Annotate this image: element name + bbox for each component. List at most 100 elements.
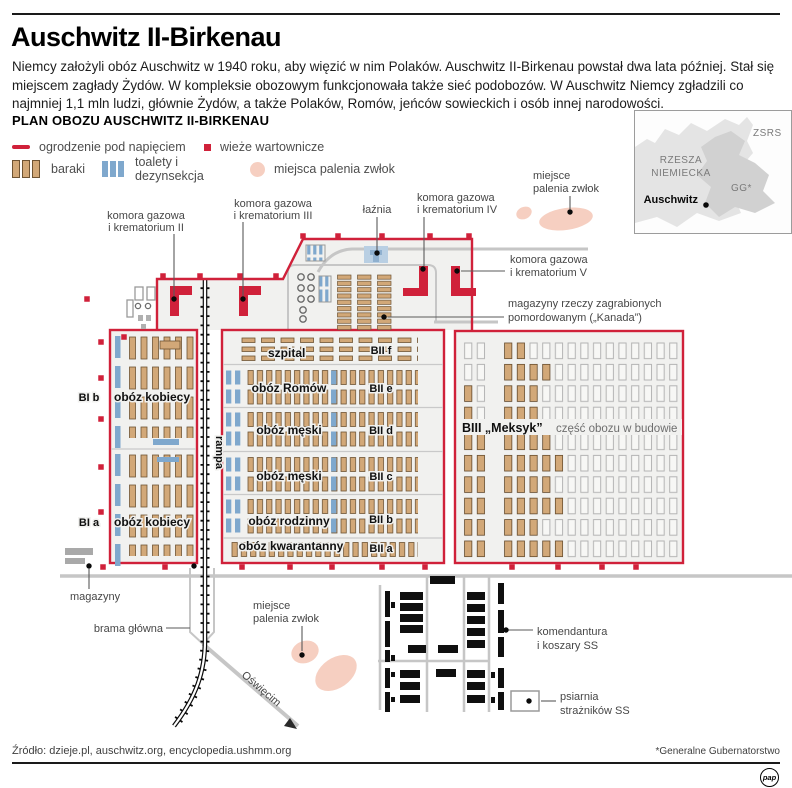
- ss-buildings: [385, 576, 504, 712]
- label-crematorium-iv-1: komora gazowa: [417, 192, 496, 204]
- legend-item-burning: miejsca palenia zwłok: [250, 161, 395, 177]
- label-bi-b: BI b: [79, 392, 100, 404]
- legend-title: PLAN OBOZU AUSCHWITZ II-BIRKENAU: [12, 113, 270, 128]
- roads: [60, 247, 792, 728]
- label-womens-camp-2: obóz kobiecy: [114, 515, 190, 529]
- legend: PLAN OBOZU AUSCHWITZ II-BIRKENAU ogrodze…: [12, 113, 482, 183]
- barracks-bii-a-quarantine: [230, 540, 418, 560]
- label-crematorium-v-1: komora gazowa: [510, 254, 589, 266]
- label-womens-camp-1: obóz kobiecy: [114, 390, 190, 404]
- label-burning-site-bottom-1: miejsce: [253, 600, 290, 612]
- road-arrow: [284, 718, 297, 729]
- barracks-bi-b: [115, 334, 194, 448]
- map-labels-sectors: szpital obóz Romów obóz męski obóz męski…: [77, 344, 682, 557]
- label-rampa: rampa: [213, 436, 225, 470]
- label-mens-camp-2: obóz męski: [256, 469, 321, 483]
- label-bii-c: BII c: [369, 471, 392, 483]
- kanada-warehouses: [337, 274, 392, 331]
- source-line: Źródło: dzieje.pl, auschwitz.org, encycl…: [12, 745, 292, 757]
- legend-row-2: baraki toalety i dezynsekcja miejsca pal…: [12, 155, 482, 183]
- label-mens-camp-1: obóz męski: [256, 423, 321, 437]
- inset-map: ZSRS RZESZA NIEMIECKA GG* Auschwitz: [634, 110, 792, 234]
- label-roma-camp: obóz Romów: [252, 381, 327, 395]
- pap-logo: pap: [760, 768, 779, 787]
- legend-item-barracks: baraki: [12, 160, 102, 178]
- label-bathhouse: łaźnia: [363, 204, 393, 216]
- auschwitz-dot: [703, 202, 709, 208]
- label-storage: magazyny: [70, 591, 121, 603]
- label-crematorium-ii-2: i krematorium II: [108, 222, 184, 234]
- label-bii-b: BII b: [369, 514, 393, 526]
- biii-unbuilt-barracks: [462, 341, 680, 562]
- barracks-bii-b: [226, 497, 418, 535]
- biii-label-backing: [458, 419, 682, 435]
- storage-buildings: [65, 548, 93, 564]
- label-bii-e: BII e: [369, 383, 392, 395]
- top-rule: [12, 13, 780, 15]
- label-crematorium-iii-1: komora gazowa: [234, 198, 313, 210]
- gg-shape: [697, 131, 775, 217]
- legend-item-towers: wieże wartownicze: [204, 140, 324, 154]
- barracks-bii-c: [226, 455, 418, 493]
- legend-item-toilets: toalety i dezynsekcja: [102, 155, 250, 183]
- legend-item-fence: ogrodzenie pod napięciem: [12, 140, 204, 154]
- label-bi-a: BI a: [79, 517, 100, 529]
- crematorium-iv: [403, 266, 428, 296]
- label-bii-d: BII d: [369, 425, 393, 437]
- label-commandantura-2: i koszary SS: [537, 640, 598, 652]
- barracks-bii-f-szpital: [240, 336, 418, 363]
- legend-row-1: ogrodzenie pod napięciem wieże wartownic…: [12, 137, 482, 157]
- inset-label-reich-2: NIEMIECKA: [651, 168, 711, 179]
- barracks-bii-d: [226, 410, 418, 448]
- label-burning-site-bottom-2: palenia zwłok: [253, 613, 320, 625]
- crematorium-v: [451, 266, 476, 296]
- intro-text: Niemcy założyli obóz Auschwitz w 1940 ro…: [12, 59, 775, 111]
- leader-dots: [86, 209, 573, 704]
- label-kennel-1: psiarnia: [560, 691, 599, 703]
- sewage-circles: [297, 273, 315, 323]
- label-crematorium-iv-2: i krematorium IV: [417, 204, 498, 216]
- label-crematorium-v-2: i krematorium V: [510, 267, 588, 279]
- electric-fence-icon: [12, 145, 30, 149]
- label-hospital: szpital: [268, 346, 305, 360]
- disinfection-buildings: [305, 244, 332, 303]
- barracks-bii-e: [226, 368, 418, 406]
- label-crematorium-ii-1: komora gazowa: [107, 210, 186, 222]
- label-kanada-1: magazyny rzeczy zagrabionych: [508, 298, 661, 310]
- legend-label: miejsca palenia zwłok: [274, 162, 395, 176]
- barracks-icon: [12, 160, 42, 178]
- bottom-rule: [12, 762, 780, 764]
- page-title: Auschwitz II-Birkenau: [11, 22, 282, 52]
- label-biii-note: część obozu w budowie: [556, 423, 677, 435]
- inset-label-auschwitz: Auschwitz: [644, 194, 699, 206]
- label-biii-meksyk: BIII „Meksyk”: [462, 421, 543, 435]
- legend-label: toalety i dezynsekcja: [135, 155, 204, 183]
- kennel-building: [510, 690, 540, 712]
- inset-label-zsrs: ZSRS: [753, 128, 782, 139]
- electric-fences: [108, 237, 685, 565]
- inset-map-graphic: ZSRS RZESZA NIEMIECKA GG* Auschwitz: [635, 117, 782, 227]
- railway-rampa: [170, 278, 210, 729]
- burning-site-icon: [250, 161, 265, 177]
- label-commandantura-1: komendantura: [537, 626, 608, 638]
- label-bii-f: BII f: [371, 345, 392, 357]
- legend-label: ogrodzenie pod napięciem: [39, 140, 186, 154]
- label-family-camp: obóz rodzinny: [248, 514, 330, 528]
- legend-label: baraki: [51, 162, 86, 176]
- label-main-gate: brama główna: [94, 623, 164, 635]
- label-quarantine-camp: obóz kwarantanny: [239, 539, 344, 553]
- legend-label: wieże wartownicze: [220, 140, 325, 154]
- burning-sites: [291, 206, 593, 692]
- inset-label-reich-1: RZESZA: [660, 155, 702, 166]
- inset-label-gg: GG*: [731, 183, 752, 194]
- outside-buildings-west: [126, 286, 156, 329]
- footnote-gg: *Generalne Gubernatorstwo: [655, 746, 780, 757]
- label-burning-site-top-1: miejsce: [533, 170, 570, 182]
- label-crematorium-iii-2: i krematorium III: [234, 210, 313, 222]
- bii-row-dividers: [111, 363, 443, 539]
- label-bii-a: BII a: [369, 543, 393, 555]
- watchtower-icon: [204, 143, 211, 151]
- label-oswiecim: Oświęcim: [239, 669, 283, 709]
- label-kennel-2: strażników SS: [560, 705, 630, 717]
